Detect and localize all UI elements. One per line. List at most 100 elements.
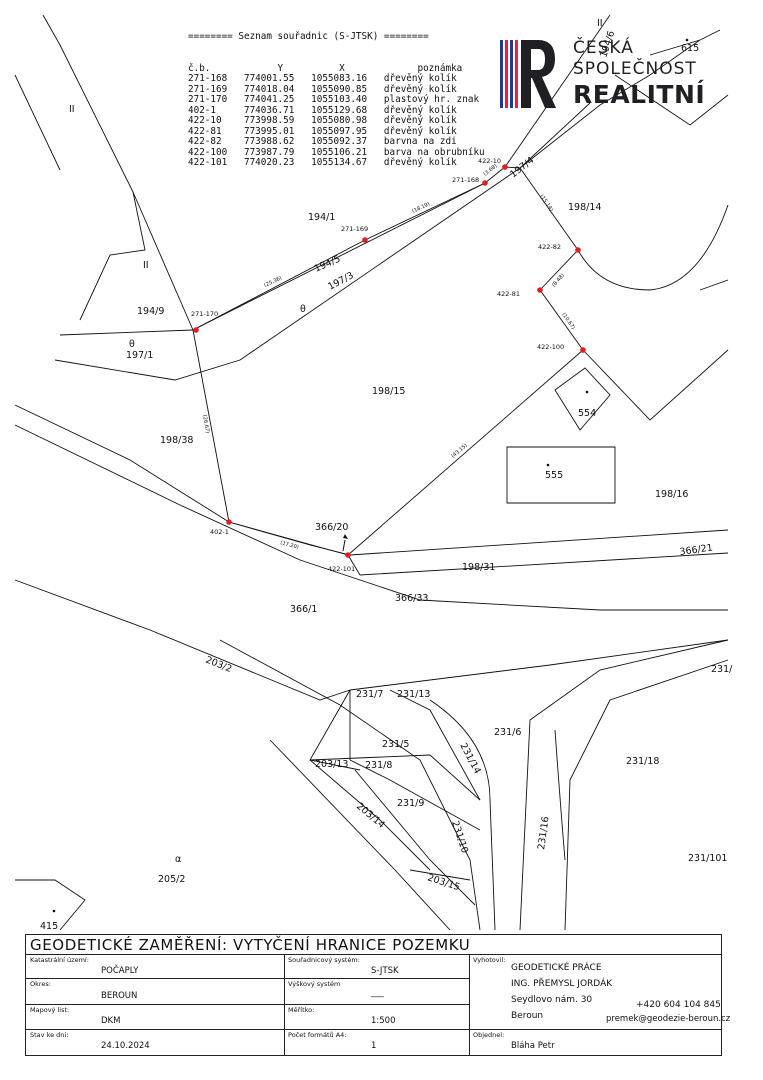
distance-label: (17.20) bbox=[279, 540, 299, 551]
parcel-label: II bbox=[597, 18, 603, 29]
okres-value: BEROUN bbox=[101, 991, 138, 1001]
parcel-label: 198/38 bbox=[160, 435, 193, 446]
logo-line-3: REALITNÍ bbox=[573, 80, 706, 109]
point-labels: 422-10 271-168 271-169 271-170 422-82 42… bbox=[191, 157, 564, 573]
boundary-marker-arrow bbox=[342, 534, 348, 552]
parcel-boundaries bbox=[14, 14, 729, 930]
parcel-label: 366/21 bbox=[679, 542, 714, 558]
meritko-value: 1:500 bbox=[371, 1016, 396, 1026]
parcel-label: 194/5 bbox=[313, 254, 342, 275]
parcel-label: 197/3 bbox=[326, 270, 355, 293]
parcel-label: 231/13 bbox=[397, 689, 430, 700]
contact-email: premek@geodezie-beroun.cz bbox=[606, 1014, 731, 1024]
coordinate-table-row: 422-101 774020.23 1055134.67 dřevěný kol… bbox=[188, 157, 457, 168]
parcel-label: 198/15 bbox=[372, 386, 405, 397]
katastralni-label: Katastrální území: bbox=[30, 956, 89, 964]
okres-label: Okres: bbox=[30, 980, 51, 988]
land-use-symbol-icon: θ bbox=[300, 304, 306, 315]
parcel-label: 197/4 bbox=[508, 155, 536, 181]
parcel-label: 415 bbox=[40, 921, 58, 930]
mapovy-value: DKM bbox=[101, 1016, 121, 1026]
cadastral-map: 194/1 194/5 197/3 194/9 197/1 198/15 198… bbox=[14, 14, 733, 930]
parcel-label: II bbox=[143, 260, 149, 271]
coordinate-table-row: 271-168 774001.55 1055083.16 dřevěný kol… bbox=[188, 73, 457, 84]
point-271-170 bbox=[193, 327, 199, 333]
parcel-label: 615 bbox=[681, 43, 699, 54]
distance-label: (18.19) bbox=[411, 201, 431, 214]
title-block: GEODETICKÉ ZAMĚŘENÍ: VYTYČENÍ HRANICE PO… bbox=[25, 934, 730, 1056]
parcel-label: 203/2 bbox=[204, 655, 234, 675]
pocet-label: Počet formátů A4: bbox=[288, 1031, 347, 1039]
point-label: 271-168 bbox=[452, 176, 479, 184]
parcel-label: 203/13 bbox=[315, 759, 348, 770]
point-dot bbox=[585, 390, 589, 394]
point-422-81 bbox=[537, 287, 543, 293]
parcel-label: 231/8 bbox=[365, 760, 392, 771]
distance-label: (26.67) bbox=[201, 414, 210, 434]
point-402-1 bbox=[226, 519, 232, 525]
point-422-101 bbox=[345, 552, 351, 558]
document-title: GEODETICKÉ ZAMĚŘENÍ: VYTYČENÍ HRANICE PO… bbox=[30, 936, 471, 954]
parcel-label: 366/33 bbox=[395, 593, 428, 604]
point-422-10 bbox=[502, 164, 508, 170]
distance-label: (8.48) bbox=[551, 273, 566, 289]
point-271-168 bbox=[482, 180, 488, 186]
point-label: 271-170 bbox=[191, 310, 218, 318]
parcel-label: 197/1 bbox=[126, 350, 153, 361]
point-label: 422-100 bbox=[537, 343, 564, 351]
stav-label: Stav ke dni: bbox=[30, 1031, 69, 1039]
point-label: 422-82 bbox=[538, 243, 561, 251]
contact-phone: +420 604 104 845 bbox=[636, 1000, 721, 1010]
point-label: 422-10 bbox=[478, 157, 501, 165]
parcel-label: 198/16 bbox=[655, 489, 688, 500]
parcel-label: 231/14 bbox=[457, 741, 482, 776]
point-dot bbox=[546, 463, 550, 467]
parcel-label: 231/7 bbox=[356, 689, 383, 700]
stav-value: 24.10.2024 bbox=[101, 1041, 150, 1051]
point-label: 422-81 bbox=[497, 290, 520, 298]
parcel-label: 231/6 bbox=[494, 727, 521, 738]
parcel-label: 231/16 bbox=[536, 816, 552, 851]
objednel-value: Bláha Petr bbox=[511, 1041, 555, 1051]
vyhotovil-street: Seydlovo nám. 30 bbox=[511, 995, 593, 1005]
parcel-label: 198/31 bbox=[462, 562, 495, 573]
parcel-label: 231/10 bbox=[449, 820, 470, 855]
point-label: 422-101 bbox=[328, 565, 355, 573]
point-422-82 bbox=[575, 247, 581, 253]
parcel-label: 198/14 bbox=[568, 202, 601, 213]
coordinate-table-row: 271-169 774018.04 1055090.85 dřevěný kol… bbox=[188, 83, 457, 95]
point-422-100 bbox=[580, 347, 586, 353]
coordinate-table: ======== Seznam souřadnic (S-JTSK) =====… bbox=[188, 11, 485, 179]
parcel-label: 231/ bbox=[711, 664, 733, 675]
meritko-label: Měřítko: bbox=[288, 1006, 315, 1014]
parcel-label: 231/5 bbox=[382, 739, 409, 750]
distance-label: (43.15) bbox=[450, 443, 468, 460]
parcel-label: II bbox=[69, 104, 75, 115]
souradnicovy-label: Souřadnicový systém: bbox=[288, 956, 360, 964]
vyhotovil-city: Beroun bbox=[511, 1011, 544, 1021]
pocet-value: 1 bbox=[371, 1041, 377, 1051]
parcel-label: 194/9 bbox=[137, 306, 164, 317]
coordinate-table-header: č.b. Y X poznámka bbox=[188, 62, 463, 74]
coordinate-table-row: 422-81 773995.01 1055097.95 dřevěný kolí… bbox=[188, 125, 457, 137]
katastralni-value: POČAPLY bbox=[101, 966, 139, 976]
logo-line-1: ČESKÁ bbox=[573, 38, 634, 58]
parcel-label: 366/1 bbox=[290, 604, 317, 615]
mapovy-label: Mapový list: bbox=[30, 1006, 70, 1014]
logo-line-2: SPOLEČNOST bbox=[573, 59, 697, 79]
distance-label: (3.68) bbox=[483, 163, 499, 177]
land-use-symbol-icon: θ bbox=[129, 339, 135, 350]
vyskovy-value: ___ bbox=[371, 988, 384, 998]
distance-label: (25.36) bbox=[263, 275, 283, 288]
objednel-label: Objednel: bbox=[473, 1031, 505, 1039]
coordinate-table-row: 402-1 774036.71 1055129.68 dřevěný kolík bbox=[188, 104, 457, 116]
souradnicovy-value: S-JTSK bbox=[371, 966, 399, 976]
parcel-label: 554 bbox=[578, 408, 596, 419]
distance-labels: (18.19) (25.36) (3.68) (15.14) (8.48) (1… bbox=[201, 163, 576, 551]
distance-label: (15.14) bbox=[538, 194, 554, 213]
coordinate-table-row: 271-170 774041.25 1055103.40 plastový hr… bbox=[188, 94, 480, 105]
parcel-label: 231/9 bbox=[397, 798, 424, 809]
coordinate-table-row: 422-10 773998.59 1055080.98 dřevěný kolí… bbox=[188, 115, 457, 126]
vyhotovil-name: ING. PŘEMYSL JORDÁK bbox=[511, 979, 613, 989]
survey-points bbox=[193, 164, 586, 558]
